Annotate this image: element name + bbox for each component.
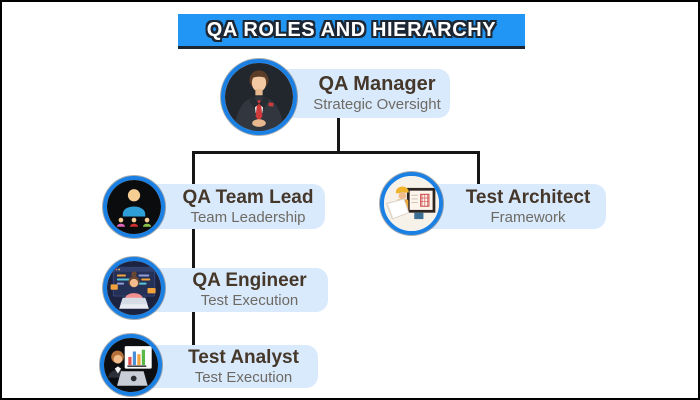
node-subtitle: Team Leadership: [190, 208, 306, 226]
node-subtitle: Strategic Oversight: [313, 96, 441, 114]
node-title: QA Engineer: [192, 270, 307, 292]
connector-branch-horizontal: [192, 151, 480, 154]
title-banner-text: QA ROLES AND HIERARCHY: [206, 18, 497, 41]
architect-avatar-icon: [380, 172, 443, 235]
node-title: QA Team Lead: [182, 186, 314, 208]
node-label-box: Test Analyst Test Execution: [139, 345, 318, 388]
analyst-avatar-icon: [100, 334, 162, 396]
node-label-box: QA Manager Strategic Oversight: [278, 69, 450, 118]
connector-branch-right: [477, 151, 480, 188]
engineer-avatar-icon: [103, 257, 165, 319]
connector-engineer-to-analyst: [192, 310, 195, 349]
connector-manager-down: [337, 117, 340, 154]
node-label-box: QA Team Lead Team Leadership: [139, 184, 325, 229]
title-banner: QA ROLES AND HIERARCHY: [178, 14, 525, 46]
connector-lead-to-engineer: [192, 227, 195, 271]
team-lead-avatar-icon: [103, 176, 165, 238]
node-subtitle: Test Execution: [200, 292, 299, 310]
node-title: QA Manager: [318, 73, 436, 96]
node-title: Test Analyst: [188, 346, 299, 368]
node-label-box: Test Architect Framework: [414, 184, 606, 229]
node-subtitle: Framework: [490, 208, 566, 226]
node-title: Test Architect: [465, 186, 591, 208]
node-subtitle: Test Execution: [194, 368, 293, 386]
connector-branch-left: [192, 151, 195, 188]
manager-avatar-icon: [221, 59, 297, 135]
node-label-box: QA Engineer Test Execution: [139, 268, 328, 312]
